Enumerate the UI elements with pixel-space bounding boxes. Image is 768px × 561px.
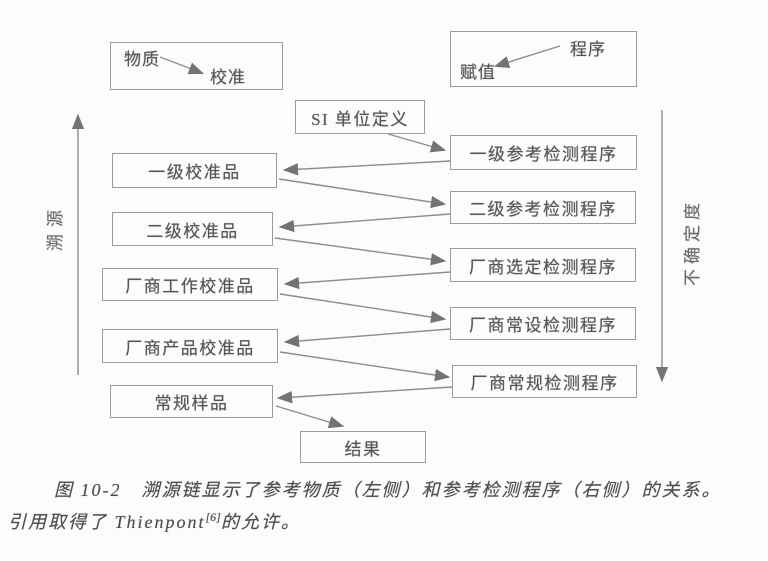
uncertainty-axis-label: 不确定度 <box>683 198 702 286</box>
material-label: 物质 <box>124 50 160 69</box>
calibration-label: 校准 <box>210 68 246 87</box>
figure-caption-line1: 图 10-2 溯源链显示了参考物质（左侧）和参考检测程序（右侧）的关系。 <box>54 480 722 500</box>
assignment-label: 赋值 <box>460 63 496 82</box>
traceability-axis-label: 溯源 <box>46 203 65 251</box>
material-calibration-legend-box <box>110 42 283 90</box>
caption-citation-suffix: 的允许。 <box>220 512 301 532</box>
node-manufacturer-selected-procedure: 厂商选定检测程序 <box>450 248 636 282</box>
procedure-label: 程序 <box>570 40 606 59</box>
arrow-secondary-procedure-to-secondary-calibrator <box>278 213 451 233</box>
node-manufacturer-working-calibrator: 厂商工作校准品 <box>102 268 278 301</box>
node-primary-calibrator: 一级校准品 <box>112 153 277 188</box>
arrow-standing-procedure-to-product-calibrator <box>283 328 451 348</box>
node-secondary-reference-procedure: 二级参考检测程序 <box>450 191 636 224</box>
arrow-selected-procedure-to-working-calibrator <box>283 271 451 290</box>
figure-caption-line2: 引用取得了 Thienpont[6]的允许。 <box>8 508 301 537</box>
arrow-primary-calibrator-to-secondary-procedure <box>278 178 447 209</box>
node-manufacturer-routine-procedure: 厂商常规检测程序 <box>452 365 637 398</box>
caption-reference-number: [6] <box>205 510 221 524</box>
procedure-assignment-legend-box <box>450 31 637 87</box>
node-manufacturer-product-calibrator: 厂商产品校准品 <box>102 329 278 363</box>
arrow-primary-procedure-to-primary-calibrator <box>282 160 451 176</box>
arrow-routine-procedure-to-routine-sample <box>276 386 453 404</box>
arrow-working-calibrator-to-standing-procedure <box>279 293 447 324</box>
arrow-material-to-calibration <box>159 56 205 75</box>
arrow-routine-sample-to-result <box>275 405 345 429</box>
node-routine-sample: 常规样品 <box>110 385 273 418</box>
node-result: 结果 <box>300 431 426 463</box>
caption-citation-text: 引用取得了 Thienpont <box>8 512 206 532</box>
node-si-unit-definition: SI 单位定义 <box>295 100 425 134</box>
arrow-procedure-to-assignment <box>493 45 561 68</box>
node-primary-reference-procedure: 一级参考检测程序 <box>450 135 637 170</box>
arrow-secondary-calibrator-to-selected-procedure <box>274 237 447 266</box>
arrow-si-to-primary-procedure <box>387 133 447 153</box>
node-manufacturer-standing-procedure: 厂商常设检测程序 <box>450 307 636 340</box>
arrow-product-calibrator-to-routine-procedure <box>279 351 451 382</box>
node-secondary-calibrator: 二级校准品 <box>112 212 273 246</box>
